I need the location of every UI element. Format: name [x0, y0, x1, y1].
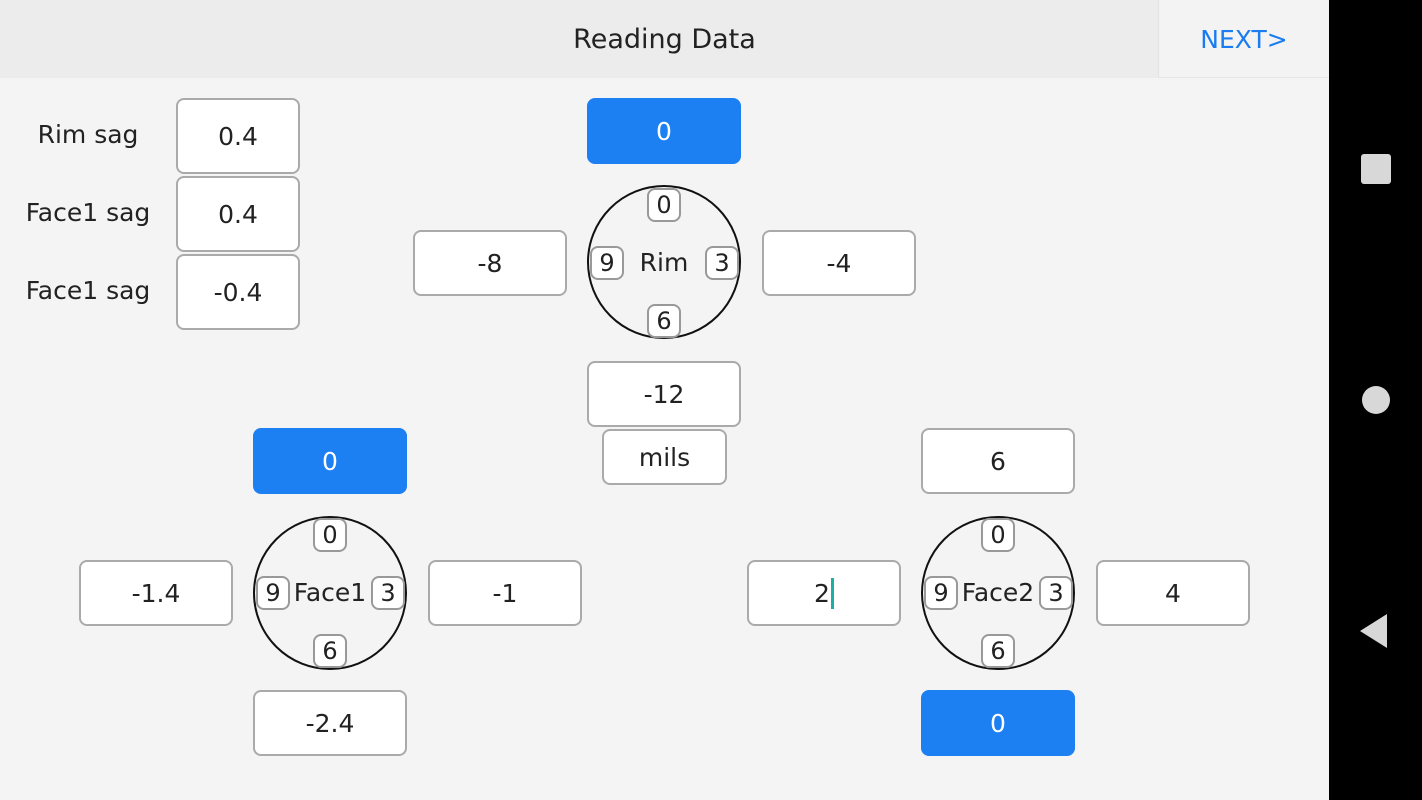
face1-sag-input-2[interactable]: -0.4 — [176, 254, 300, 330]
rim-dial-label: Rim — [639, 248, 689, 277]
face1-dial-pos-3: 3 — [371, 576, 405, 610]
rim-dial — [587, 185, 741, 339]
rim-right-input[interactable]: -4 — [762, 230, 916, 296]
rim-dial-pos-0: 0 — [647, 188, 681, 222]
face2-dial-label: Face2 — [961, 578, 1035, 607]
face1-dial — [253, 516, 407, 670]
face1-dial-pos-0: 0 — [313, 518, 347, 552]
units-selector[interactable]: mils — [602, 429, 727, 485]
next-button[interactable]: NEXT> — [1158, 0, 1329, 78]
back-triangle-icon[interactable] — [1360, 614, 1387, 648]
rim-sag-input[interactable]: 0.4 — [176, 98, 300, 174]
face1-sag-label-2: Face1 sag — [25, 276, 151, 305]
face1-dial-label: Face1 — [293, 578, 367, 607]
face2-left-value: 2 — [814, 578, 830, 608]
face2-top-input[interactable]: 6 — [921, 428, 1075, 494]
face2-left-input[interactable]: 2 — [747, 560, 901, 626]
rim-dial-pos-9: 9 — [590, 246, 624, 280]
text-cursor — [830, 577, 834, 609]
rim-left-input[interactable]: -8 — [413, 230, 567, 296]
face2-dial-pos-6: 6 — [981, 634, 1015, 668]
face1-bottom-input[interactable]: -2.4 — [253, 690, 407, 756]
face1-dial-pos-6: 6 — [313, 634, 347, 668]
face1-sag-label: Face1 sag — [25, 198, 151, 227]
rim-dial-pos-6: 6 — [647, 304, 681, 338]
face1-dial-pos-9: 9 — [256, 576, 290, 610]
face1-top-input[interactable]: 0 — [253, 428, 407, 494]
rim-top-input[interactable]: 0 — [587, 98, 741, 164]
app-screen: Reading Data NEXT> Rim sag 0.4 Face1 sag… — [0, 0, 1329, 756]
page-title: Reading Data — [573, 24, 756, 55]
face1-left-input[interactable]: -1.4 — [79, 560, 233, 626]
recents-square-icon[interactable] — [1361, 154, 1391, 184]
face1-right-input[interactable]: -1 — [428, 560, 582, 626]
face2-right-input[interactable]: 4 — [1096, 560, 1250, 626]
header-bar — [0, 0, 1329, 78]
face2-dial-pos-9: 9 — [924, 576, 958, 610]
face2-dial — [921, 516, 1075, 670]
home-circle-icon[interactable] — [1362, 386, 1390, 414]
rim-sag-label: Rim sag — [37, 120, 139, 149]
rim-dial-pos-3: 3 — [705, 246, 739, 280]
face2-dial-pos-0: 0 — [981, 518, 1015, 552]
face2-bottom-input[interactable]: 0 — [921, 690, 1075, 756]
rim-bottom-input[interactable]: -12 — [587, 361, 741, 427]
face1-sag-input[interactable]: 0.4 — [176, 176, 300, 252]
face2-dial-pos-3: 3 — [1039, 576, 1073, 610]
